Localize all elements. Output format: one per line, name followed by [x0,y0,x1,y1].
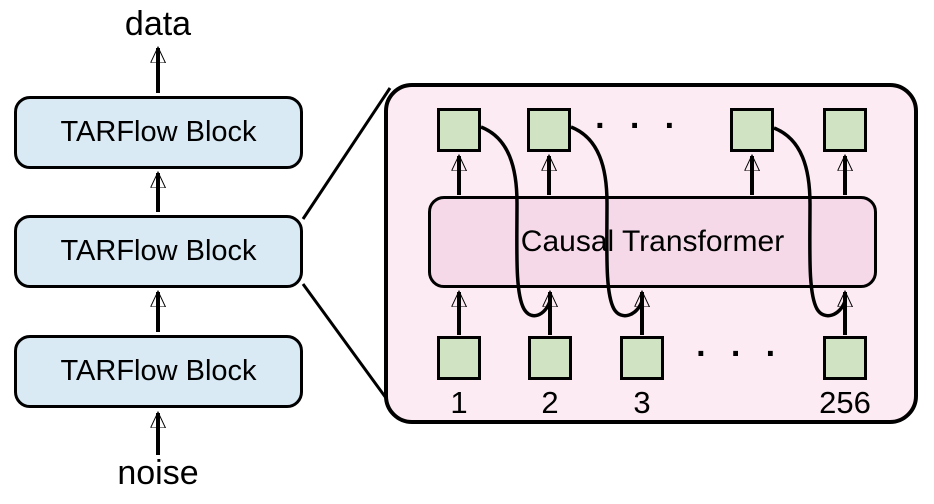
input-token-label: 1 [450,385,468,420]
output-token-square [823,108,867,152]
tarflow-block-label: TARFlow Block [60,355,257,387]
input-token-label: 3 [633,385,651,420]
output-token-square [437,108,481,152]
output-token-square [527,108,571,152]
tarflow-block-bottom: TARFlow Block [14,335,303,408]
tarflow-block-middle: TARFlow Block [14,215,303,288]
input-token-label: 2 [541,385,559,420]
callout-line-bottom [301,283,388,399]
causal-transformer-label: Causal Transformer [520,225,785,258]
tarflow-block-top: TARFlow Block [14,96,303,169]
input-token-label: 256 [819,385,871,420]
input-token-square [620,336,664,380]
tarflow-block-label: TARFlow Block [60,235,257,267]
input-token-square [528,336,572,380]
input-row-ellipsis: · · · [696,335,784,373]
data-output-label: data [124,5,192,43]
callout-line-top [301,87,392,220]
input-token-square [823,336,867,380]
input-token-square [437,336,481,380]
output-row-ellipsis: · · · [595,107,683,145]
tarflow-block-label: TARFlow Block [60,116,257,148]
output-token-square [730,108,774,152]
causal-transformer-box: Causal Transformer [428,196,877,288]
noise-input-label: noise [117,454,199,492]
